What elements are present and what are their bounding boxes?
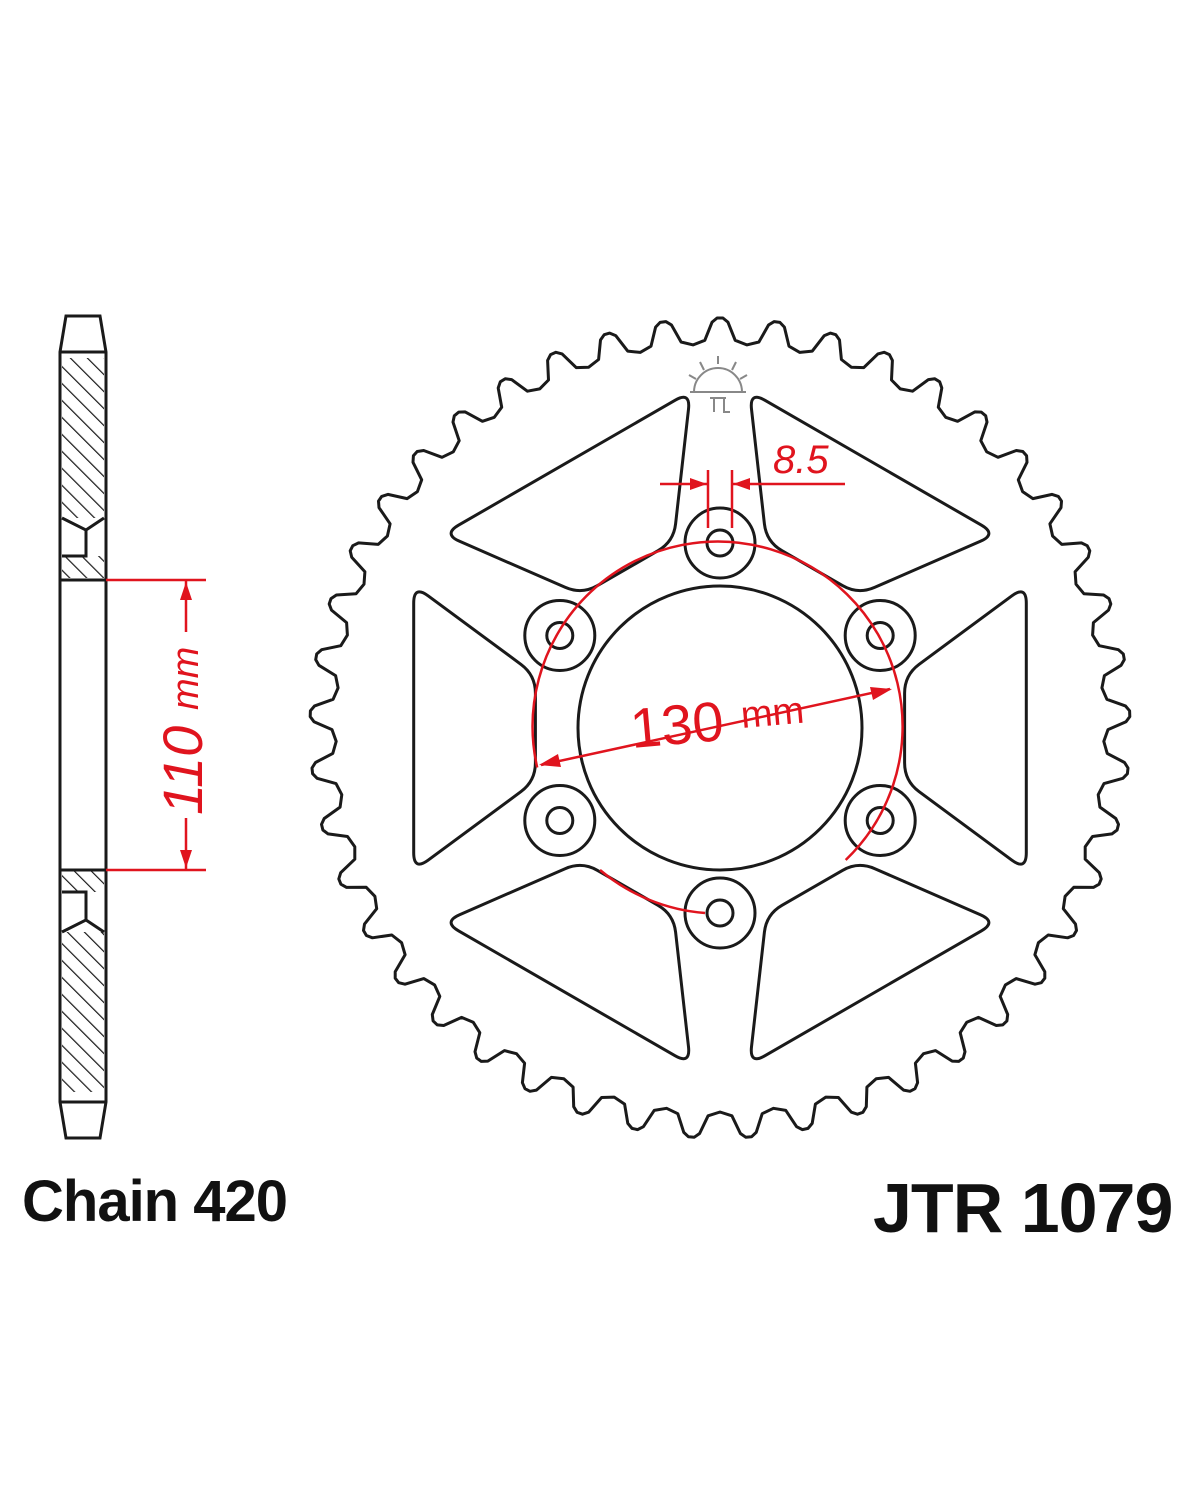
lightening-hole [749, 395, 991, 593]
pcd-arc-lower [599, 869, 706, 915]
lower-hatch-small [62, 870, 104, 892]
jt-logo-icon [688, 356, 748, 413]
hub-width-dimension [106, 578, 206, 872]
bolt-hole [705, 898, 735, 928]
lightening-hole [449, 863, 691, 1061]
lower-hatch [62, 932, 104, 1092]
sprocket-teeth-outline [308, 316, 1132, 1139]
pcd-arc-upper [531, 540, 904, 861]
bolt-hole [545, 621, 575, 650]
bolt-boss [523, 784, 597, 857]
lightening-hole [749, 863, 991, 1061]
hub-width-unit: mm [165, 647, 207, 710]
bolt-boss [843, 784, 917, 857]
pcd-unit: mm [739, 690, 806, 737]
lightening-hole [903, 590, 1028, 866]
bolt-boss [523, 599, 597, 672]
chain-size-label: Chain 420 [22, 1169, 288, 1234]
upper-hatch [62, 358, 104, 518]
bolt-hole-value: 8.5 [773, 438, 829, 482]
part-number-label: JTR 1079 [873, 1169, 1173, 1247]
bolt-hole-dimension [660, 470, 845, 528]
bolt-boss [683, 506, 757, 580]
hub-width-value: 110 [151, 726, 214, 815]
lightening-holes [412, 395, 1028, 1061]
side-profile [58, 314, 108, 1140]
pcd-leader [540, 687, 891, 767]
sprocket-face [308, 316, 1132, 1139]
profile-outline [58, 314, 108, 1140]
lightening-hole [449, 395, 691, 593]
bolt-boss [683, 876, 757, 950]
bolt-hole [545, 806, 575, 835]
bolt-boss [843, 599, 917, 672]
bolt-hole [865, 621, 895, 650]
upper-hatch-small [62, 556, 104, 578]
lightening-hole [412, 590, 537, 866]
bolt-hole [865, 806, 895, 835]
pcd-value: 130 [628, 689, 727, 760]
bolt-holes [523, 506, 917, 950]
center-bore [576, 584, 864, 872]
pcd-dimension [531, 540, 904, 915]
